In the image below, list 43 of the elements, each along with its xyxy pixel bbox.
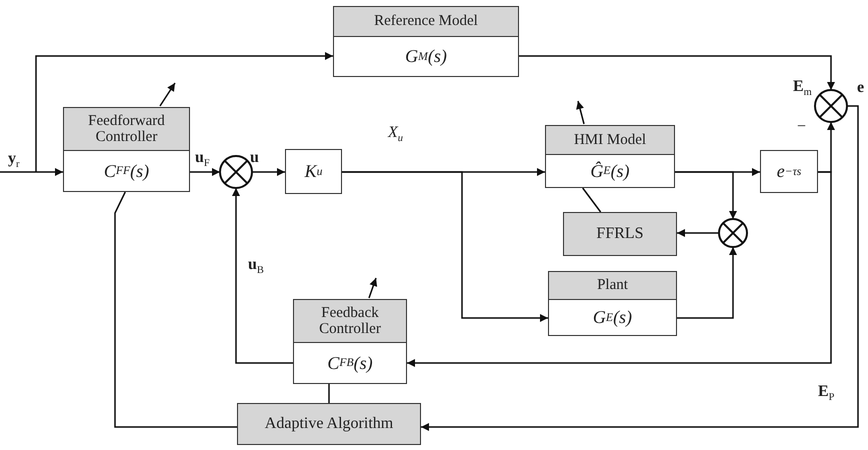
signal-label: u$_{B}$ (248, 256, 264, 274)
connector-line (582, 188, 602, 212)
connector-line (328, 384, 330, 403)
signal-label: e (857, 79, 864, 97)
process-box (563, 212, 677, 256)
block-title: FFRLS (595, 224, 645, 244)
arrow (342, 171, 548, 322)
block-title: Plant (549, 272, 676, 300)
process-box (237, 403, 421, 445)
arrow (35, 52, 333, 172)
block-title: Adaptive Algorithm (264, 414, 394, 434)
connector-line (114, 192, 237, 428)
summing-junction (814, 89, 848, 123)
signal-label: u (250, 149, 259, 167)
arrow (252, 168, 285, 176)
signal-label: − (797, 118, 806, 136)
block-title: Feedforward Controller (64, 108, 189, 151)
gain-label: e$^{−τs}$ (776, 160, 802, 183)
block-box (293, 299, 407, 384)
summing-junction (718, 218, 748, 248)
arrow (0, 168, 63, 176)
block-box (548, 271, 677, 336)
signal-label: E$_{P}$ (818, 383, 834, 401)
block-box (545, 125, 675, 188)
signal-label: X$_{u}$ (388, 124, 403, 142)
process-box (760, 150, 818, 193)
signal-label: E$_{m}$ (793, 78, 812, 96)
block-title: HMI Model (546, 126, 674, 155)
arrow (407, 171, 832, 367)
arrow (677, 229, 719, 237)
block-title: Feedback Controller (294, 300, 406, 343)
block-title: Reference Model (334, 7, 518, 37)
arrow (232, 188, 293, 364)
process-box (285, 149, 342, 194)
arrow (190, 168, 220, 176)
arrow (421, 105, 859, 431)
arrow (519, 55, 835, 90)
block-box (333, 6, 519, 77)
arrow (675, 171, 737, 219)
arrow (677, 247, 737, 319)
signal-label: u$_{F}$ (195, 149, 210, 167)
signal-label: y$_{r}$ (8, 150, 20, 168)
block-box (63, 107, 190, 192)
